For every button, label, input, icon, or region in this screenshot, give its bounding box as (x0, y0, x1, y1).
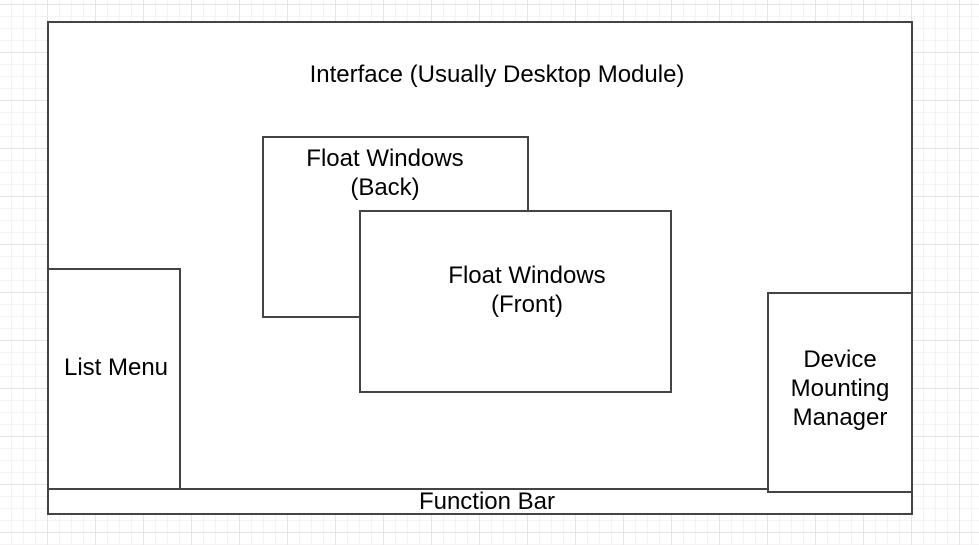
float-window-back-label: Float Windows (Back) (306, 145, 464, 201)
float-window-front-box (359, 210, 672, 393)
list-menu-label: List Menu (63, 354, 169, 381)
device-mounting-manager-label: Device Mounting Manager (790, 346, 890, 431)
float-window-front-label: Float Windows (Front) (448, 262, 606, 318)
device-mounting-manager-box (767, 292, 913, 493)
function-bar-label: Function Bar (418, 488, 556, 515)
interface-title: Interface (Usually Desktop Module) (309, 61, 685, 88)
list-menu-box (47, 268, 181, 490)
